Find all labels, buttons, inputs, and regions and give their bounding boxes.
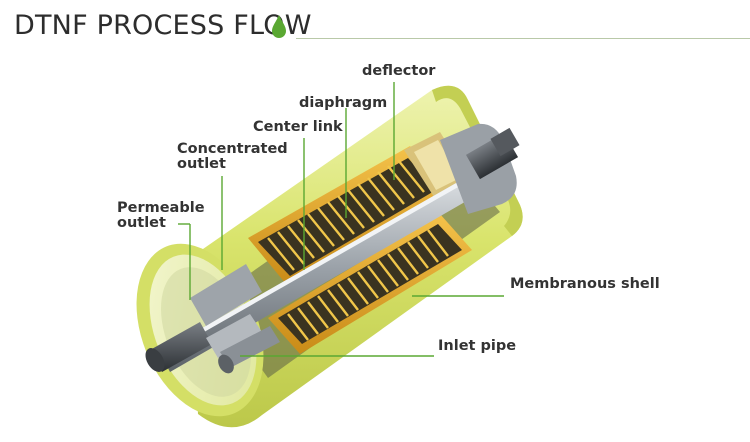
label-center-link: Center link — [253, 119, 343, 135]
label-concentrated-outlet-line1: Concentrated — [177, 141, 288, 157]
label-permeable-outlet-line1: Permeable — [117, 200, 205, 216]
water-drop-icon — [272, 15, 286, 38]
label-deflector: deflector — [362, 63, 436, 79]
page-title: DTNF PROCESS FLOW — [14, 10, 312, 41]
label-diaphragm: diaphragm — [299, 95, 388, 111]
label-permeable-outlet: Permeable outlet — [117, 201, 205, 231]
rear-end-cap — [440, 123, 520, 214]
title-divider — [296, 38, 750, 39]
front-fittings — [145, 264, 280, 374]
label-concentrated-outlet: Concentrated outlet — [177, 142, 288, 172]
label-permeable-outlet-line2: outlet — [117, 215, 166, 231]
label-inlet-pipe: Inlet pipe — [438, 338, 517, 354]
label-membranous-shell: Membranous shell — [510, 276, 660, 292]
leader-lines — [178, 82, 504, 357]
diaphragm-upper — [248, 146, 446, 284]
diaphragm-lower — [268, 214, 472, 354]
label-concentrated-outlet-line2: outlet — [177, 156, 226, 172]
deflector-plate — [404, 132, 470, 200]
